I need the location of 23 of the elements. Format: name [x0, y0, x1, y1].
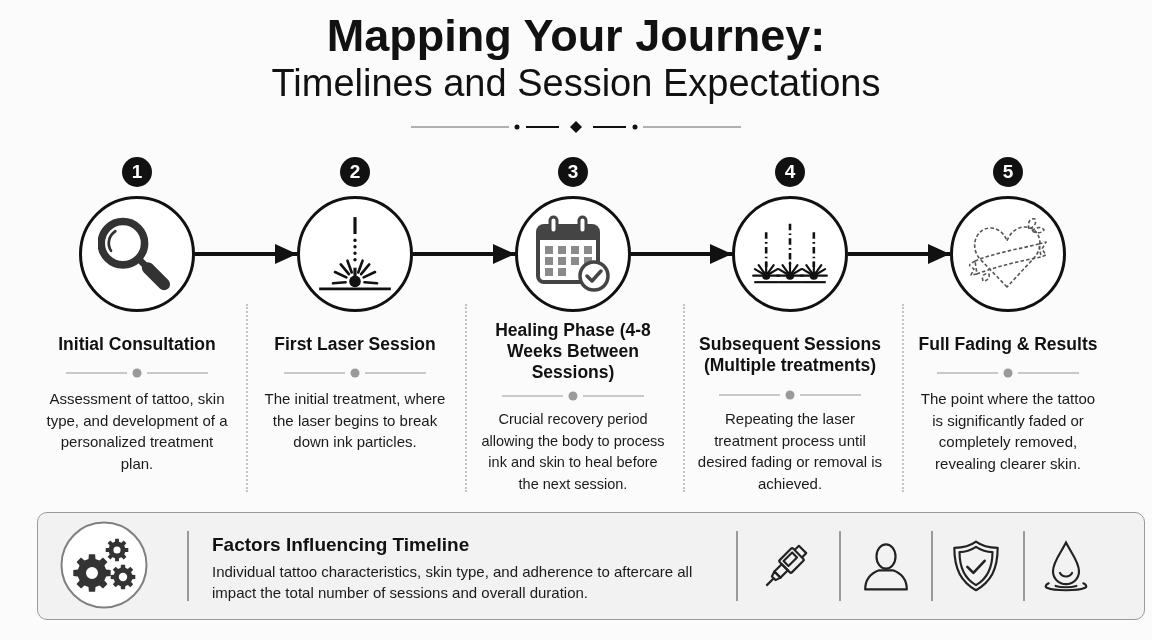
step-number-badge: 2 [340, 157, 370, 187]
step-heading: Healing Phase (4-8 Weeks Between Sessions) [494, 320, 652, 383]
arrow [413, 244, 515, 264]
arrow [848, 244, 950, 264]
step-description: Assessment of tattoo, skin type, and development of a personalized treatment plan. [45, 389, 229, 474]
info-panel [37, 512, 1145, 620]
step-description: The point where the tattoo is significantly faded or completely removed, revealing clearer skin. [919, 389, 1097, 474]
step-heading: Initial Consultation [58, 334, 216, 355]
step-description: Crucial recovery period allowing the body to process ink and skin to heal before the next session. [480, 410, 666, 494]
step-description: Repeating the laser treatment process until desired fading or removal is achieved. [697, 409, 883, 494]
step-number-badge: 1 [122, 157, 152, 187]
step-description: The initial treatment, where the laser begins to break down ink particles. [263, 389, 447, 452]
step-heading: Full Fading & Results [918, 334, 1098, 355]
step-heading: First Laser Session [274, 334, 436, 355]
arrow [195, 244, 297, 264]
step-number-badge: 3 [558, 157, 588, 187]
panel-heading: Factors Influencing Timeline [212, 533, 470, 557]
step-number-badge: 4 [775, 157, 805, 187]
step-heading: Subsequent Sessions (Multiple treatments) [698, 334, 882, 376]
title: Mapping Your Journey: Timelines and Session Expectations [271, 12, 881, 106]
step-number-badge: 5 [993, 157, 1023, 187]
arrow [631, 244, 732, 264]
panel-text: Individual tattoo characteristics, skin type, and adherence to aftercare all impact the total number of sessions and overall duration. [212, 562, 694, 603]
